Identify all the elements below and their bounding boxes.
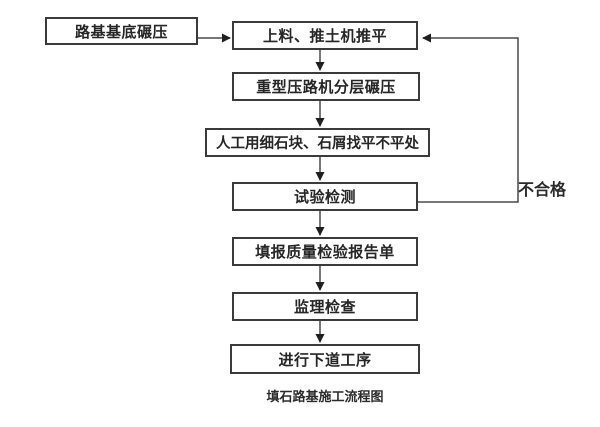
flow-node-heavy-roller: 重型压路机分层碾压 bbox=[232, 72, 420, 101]
flow-node-base-compaction: 路基基底碾压 bbox=[45, 17, 198, 45]
flow-node-next-procedure: 进行下道工序 bbox=[230, 344, 420, 374]
flow-node-quality-report: 填报质量检验报告单 bbox=[232, 237, 418, 266]
arrow-feedback-unqualified bbox=[418, 33, 519, 203]
flow-node-manual-leveling: 人工用细石块、石屑找平不平处 bbox=[205, 128, 430, 157]
flow-node-testing: 试验检测 bbox=[232, 182, 418, 211]
feedback-unqualified-label: 不合格 bbox=[518, 182, 567, 199]
flow-node-supervision-check: 监理检查 bbox=[232, 292, 418, 321]
flow-node-loading-leveling: 上料、推土机推平 bbox=[232, 21, 418, 50]
flowchart-caption: 填石路基施工流程图 bbox=[266, 389, 384, 404]
